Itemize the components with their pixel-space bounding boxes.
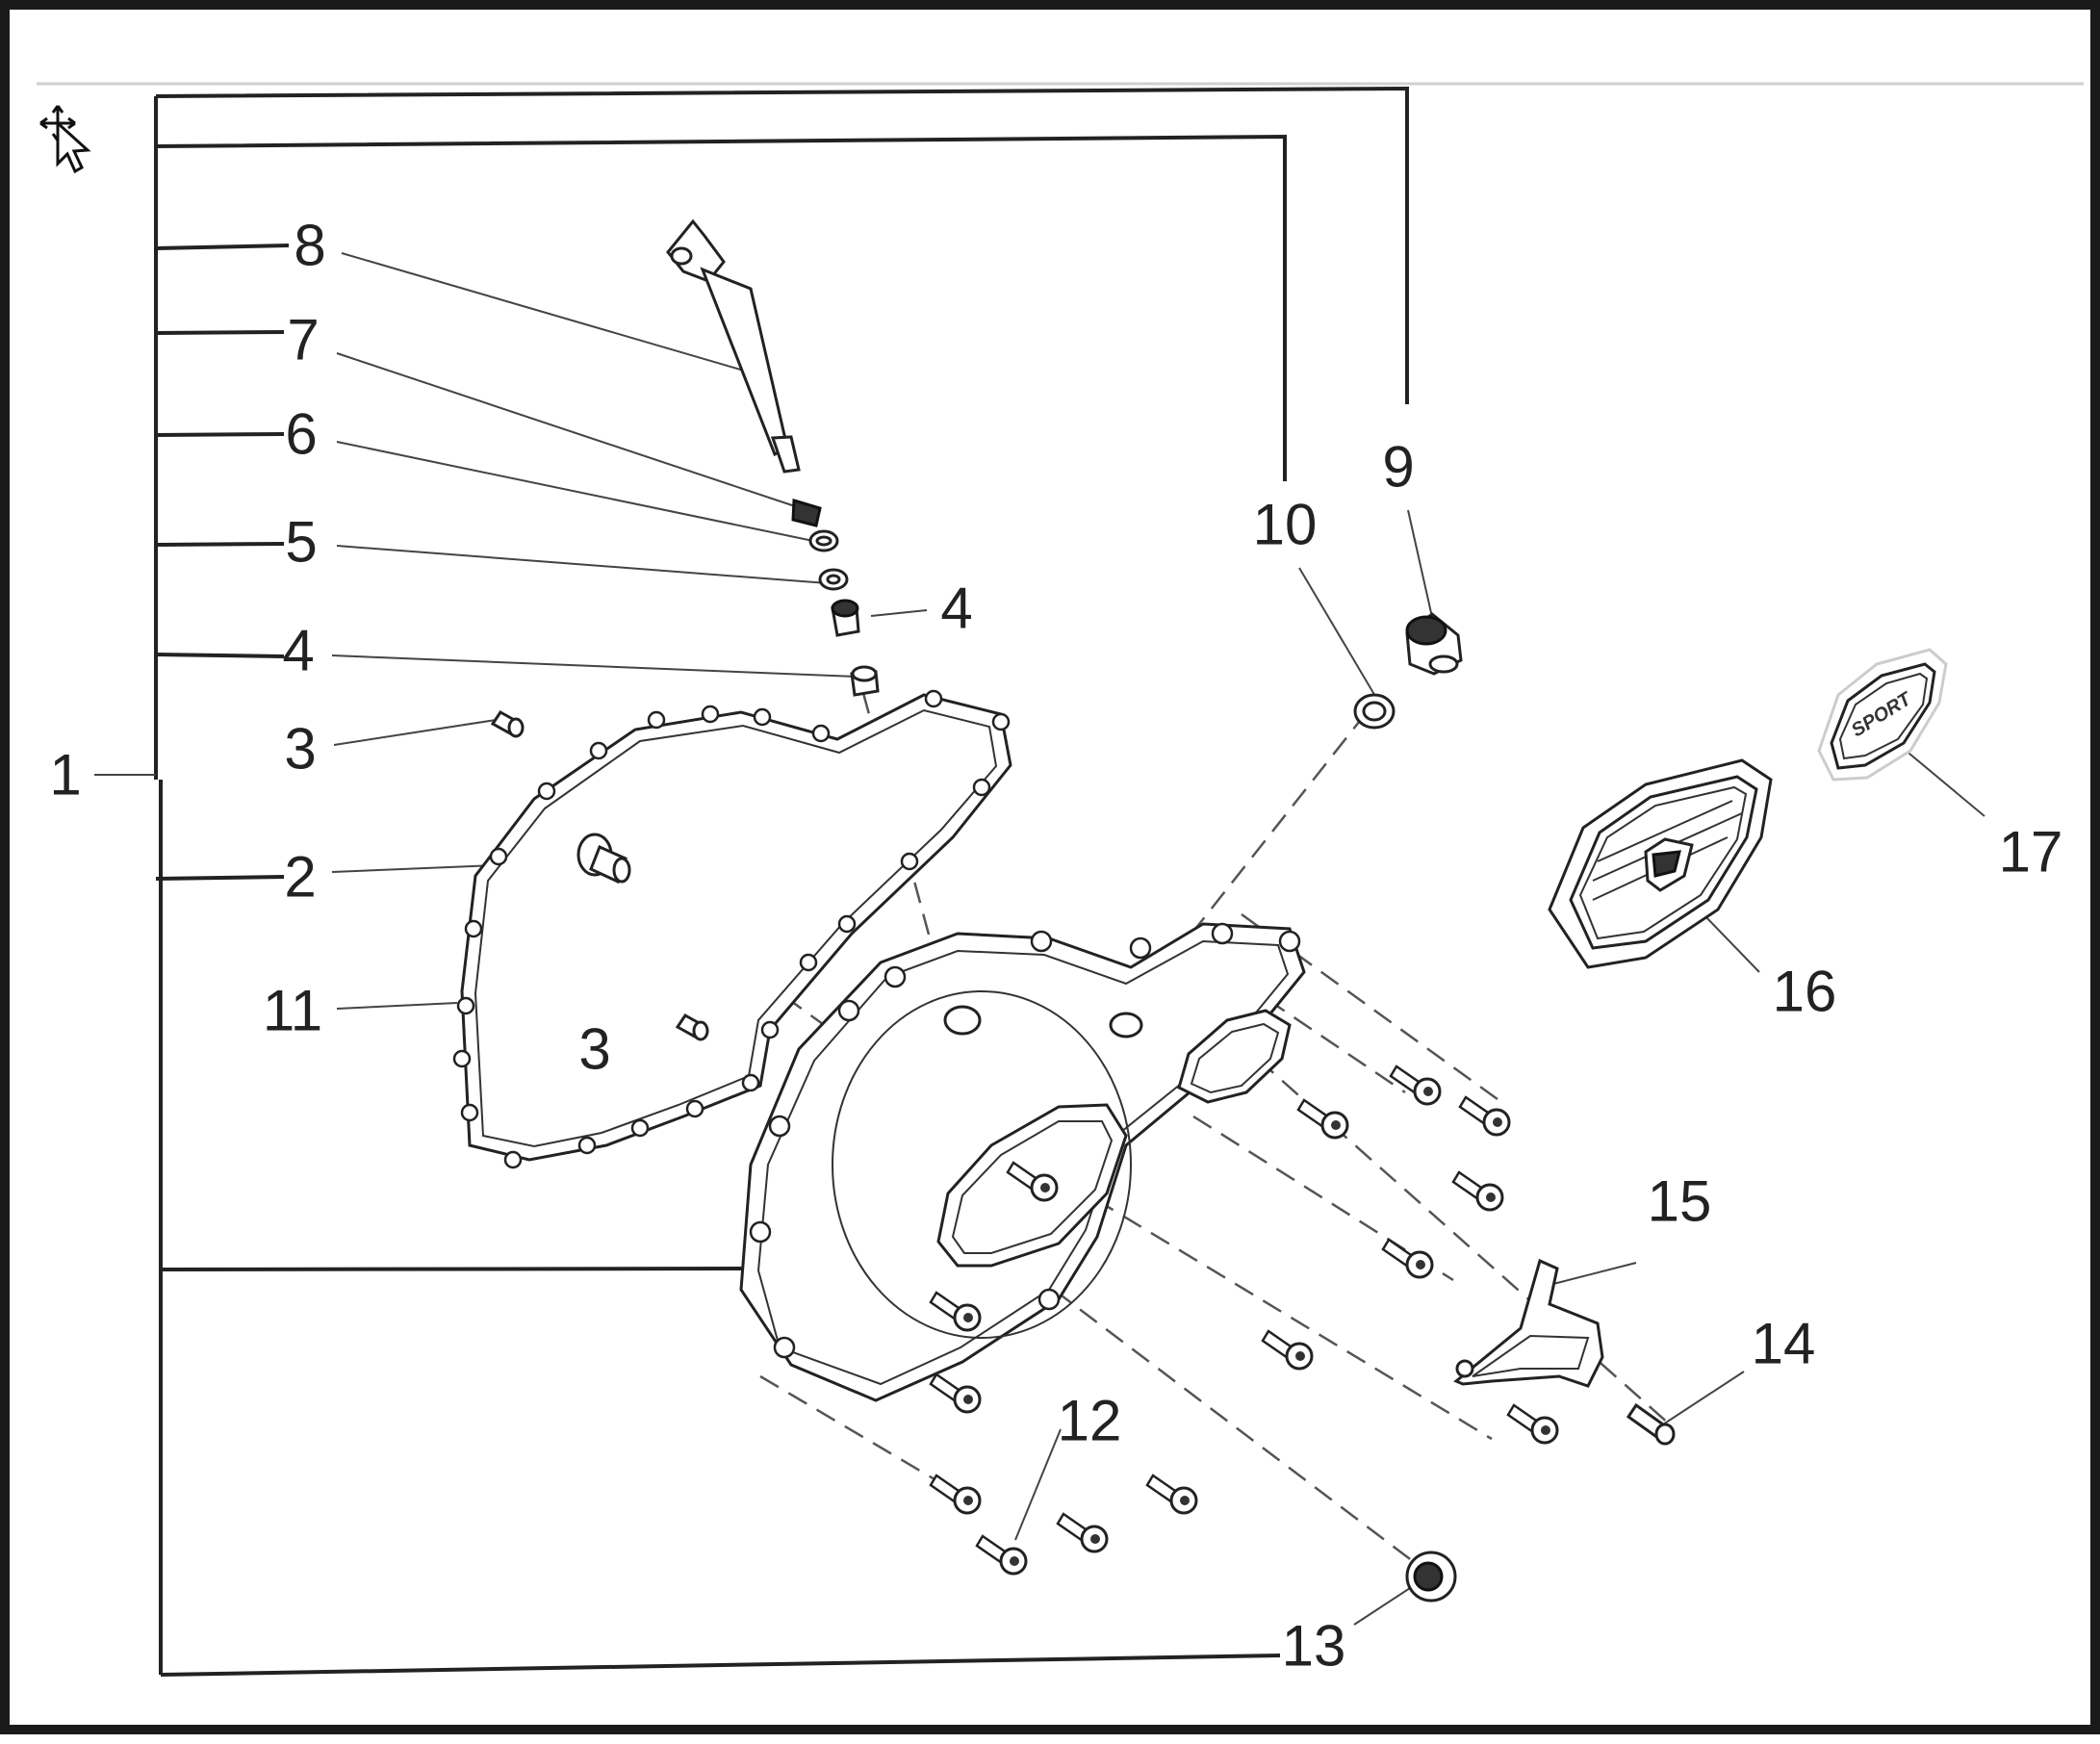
bolt — [929, 1291, 982, 1332]
seal — [1405, 1551, 1457, 1603]
dowel-pin — [675, 1013, 709, 1041]
dowel-pin — [490, 710, 525, 738]
bolt — [1006, 1161, 1059, 1202]
primary-cover — [739, 922, 1306, 1402]
callout-2: 2 — [284, 845, 316, 910]
bolt — [1451, 1170, 1504, 1212]
o-ring — [1353, 693, 1396, 730]
pin — [1626, 1402, 1676, 1446]
callout-4: 4 — [940, 577, 972, 641]
callout-15: 15 — [1648, 1169, 1712, 1234]
bolt — [1145, 1474, 1198, 1515]
assembly-brackets — [154, 86, 1409, 1677]
callout-10: 10 — [1253, 493, 1318, 557]
callout-11: 11 — [263, 979, 322, 1043]
shaft — [576, 833, 631, 885]
bolt — [1261, 1329, 1314, 1371]
move-pointer-icon[interactable] — [39, 105, 91, 174]
bolt — [1389, 1064, 1442, 1106]
callout-1: 1 — [49, 743, 81, 808]
bolt — [1381, 1238, 1434, 1279]
callout-3: 3 — [578, 1017, 610, 1082]
bolt — [1506, 1403, 1559, 1445]
callout-13: 13 — [1282, 1614, 1346, 1679]
bolt — [929, 1372, 982, 1414]
bolt — [929, 1474, 982, 1515]
spring — [791, 499, 822, 527]
callout-12: 12 — [1058, 1389, 1122, 1453]
bolt — [975, 1534, 1028, 1576]
filler-cap — [1405, 612, 1463, 676]
washer — [818, 568, 849, 591]
washer — [808, 529, 839, 552]
callout-14: 14 — [1752, 1312, 1816, 1376]
bolt — [1296, 1098, 1349, 1140]
callout-17: 17 — [1999, 820, 2063, 885]
badge-17: SPORT — [1817, 648, 1948, 782]
bolt — [1458, 1095, 1511, 1137]
trim-insert-16 — [1548, 758, 1773, 969]
bushing — [831, 599, 860, 637]
callout-7: 7 — [287, 308, 319, 372]
callout-9: 9 — [1382, 435, 1414, 500]
callout-4: 4 — [282, 619, 314, 683]
shift-shaft — [666, 218, 801, 474]
gasket — [452, 689, 1012, 1169]
bushing — [850, 665, 880, 697]
bracket-plate — [1453, 1258, 1604, 1388]
callout-6: 6 — [285, 402, 317, 467]
callout-3: 3 — [284, 717, 316, 782]
bolt-group — [929, 1064, 1559, 1576]
exploded-parts-diagram: SPORT 1 2 3 3 4 4 5 6 7 8 9 10 11 12 13 … — [37, 82, 2084, 1679]
callout-5: 5 — [285, 510, 317, 575]
callout-8: 8 — [294, 214, 325, 278]
callout-labels: 1 2 3 3 4 4 5 6 7 8 9 10 11 12 13 14 15 … — [49, 214, 2062, 1679]
bolt — [1056, 1512, 1109, 1553]
callout-16: 16 — [1773, 960, 1837, 1024]
